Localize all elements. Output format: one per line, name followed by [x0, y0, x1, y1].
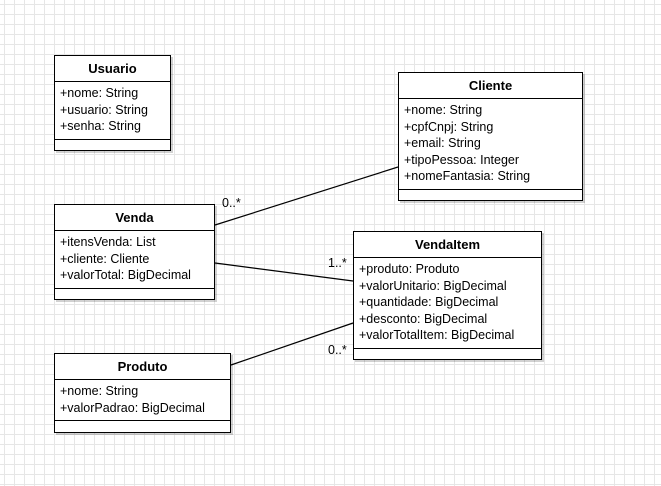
class-vendaitem-title: VendaItem	[354, 232, 541, 258]
class-usuario-attributes: +nome: String +usuario: String +senha: S…	[55, 82, 170, 140]
attribute: +cliente: Cliente	[60, 251, 150, 266]
class-usuario[interactable]: Usuario +nome: String +usuario: String +…	[54, 55, 171, 151]
attribute: +produto: Produto	[359, 262, 460, 276]
attribute: +quantidade: BigDecimal	[359, 295, 499, 309]
multiplicity-produto-vendaitem: 0..*	[328, 343, 347, 357]
attribute: +senha: String	[60, 119, 141, 133]
attribute: +usuario: String	[60, 102, 148, 117]
class-produto-title: Produto	[55, 354, 230, 380]
class-produto[interactable]: Produto +nome: String +valorPadrao: BigD…	[54, 353, 231, 433]
attribute: +valorTotal: BigDecimal	[60, 268, 191, 282]
attribute: +nome: String	[60, 86, 139, 100]
association-produto-vendaitem[interactable]	[230, 322, 354, 366]
class-vendaitem-operations	[354, 349, 541, 357]
attribute: +nome: String	[404, 103, 483, 117]
class-usuario-operations	[55, 140, 170, 148]
class-produto-operations	[55, 421, 230, 429]
class-cliente-title: Cliente	[399, 73, 582, 99]
attribute: +nomeFantasia: String	[404, 169, 531, 183]
class-cliente[interactable]: Cliente +nome: String +cpfCnpj: String +…	[398, 72, 583, 201]
attribute: +cpfCnpj: String	[404, 119, 494, 134]
attribute: +tipoPessoa: Integer	[404, 152, 520, 167]
class-cliente-operations	[399, 190, 582, 198]
class-venda-operations	[55, 289, 214, 297]
class-vendaitem[interactable]: VendaItem +produto: Produto +valorUnitar…	[353, 231, 542, 360]
class-venda-title: Venda	[55, 205, 214, 231]
attribute: +nome: String	[60, 384, 139, 398]
attribute: +valorUnitario: BigDecimal	[359, 278, 507, 293]
attribute: +desconto: BigDecimal	[359, 311, 488, 326]
multiplicity-venda-cliente: 0..*	[222, 196, 241, 210]
class-venda-attributes: +itensVenda: List +cliente: Cliente +val…	[55, 231, 214, 289]
association-venda-vendaitem[interactable]	[214, 262, 354, 282]
multiplicity-venda-vendaitem: 1..*	[328, 256, 347, 270]
class-vendaitem-attributes: +produto: Produto +valorUnitario: BigDec…	[354, 258, 541, 349]
class-venda[interactable]: Venda +itensVenda: List +cliente: Client…	[54, 204, 215, 300]
attribute: +valorTotalItem: BigDecimal	[359, 328, 515, 342]
class-produto-attributes: +nome: String +valorPadrao: BigDecimal	[55, 380, 230, 421]
attribute: +email: String	[404, 136, 481, 150]
association-venda-cliente[interactable]	[214, 166, 399, 226]
attribute: +itensVenda: List	[60, 235, 156, 249]
class-usuario-title: Usuario	[55, 56, 170, 82]
class-cliente-attributes: +nome: String +cpfCnpj: String +email: S…	[399, 99, 582, 190]
attribute: +valorPadrao: BigDecimal	[60, 400, 205, 415]
